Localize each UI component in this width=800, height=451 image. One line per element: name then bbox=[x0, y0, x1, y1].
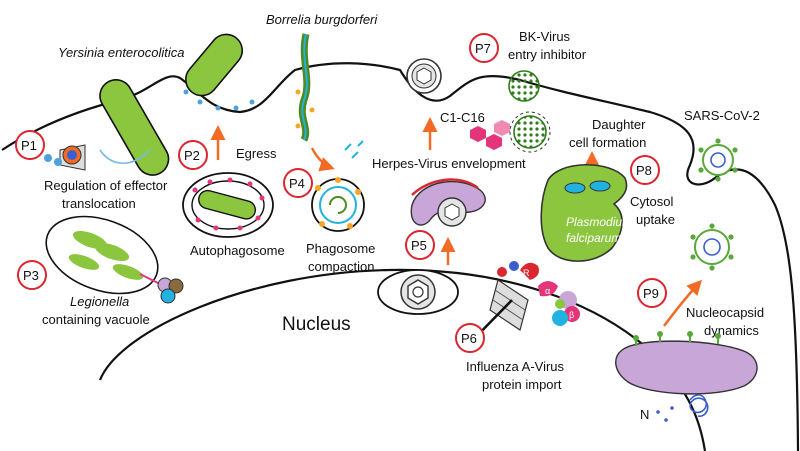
badge-p6: P6 bbox=[455, 323, 485, 353]
herpes-envelopment bbox=[410, 178, 486, 227]
bk-label-line1: BK-Virus bbox=[519, 29, 571, 44]
nuclear-pore-capsid bbox=[377, 269, 459, 315]
sars-label: SARS-CoV-2 bbox=[684, 108, 760, 123]
svg-text:P5: P5 bbox=[411, 238, 427, 253]
phagosome bbox=[311, 177, 365, 232]
svg-text:P8: P8 bbox=[636, 163, 652, 178]
svg-text:P7: P7 bbox=[475, 41, 491, 56]
plasmodium-label-line1: Plasmodium bbox=[566, 215, 632, 229]
c1c16-compound bbox=[470, 120, 510, 150]
phagosome-label-line1: Phagosome bbox=[306, 241, 375, 256]
svg-text:P2: P2 bbox=[184, 148, 200, 163]
badge-p9: P9 bbox=[637, 278, 667, 308]
p1-label-line2: translocation bbox=[62, 196, 136, 211]
nucleocapsid-rna bbox=[656, 394, 709, 422]
svg-text:P3: P3 bbox=[23, 268, 39, 283]
nucleocapsid-label-line2: dynamics bbox=[704, 323, 759, 338]
plasmodium-label-line2: falciparum bbox=[566, 231, 621, 245]
svg-text:P6: P6 bbox=[461, 331, 477, 346]
badge-p4: P4 bbox=[283, 168, 313, 198]
yersinia-bacterium bbox=[99, 79, 170, 176]
egressing-bacterium bbox=[183, 33, 255, 111]
herpes-label: Herpes-Virus envelopment bbox=[372, 156, 526, 171]
nucleus-label: Nucleus bbox=[282, 314, 351, 335]
daughter-label-line2: cell formation bbox=[569, 135, 646, 150]
cytosol-label-line2: uptake bbox=[636, 212, 675, 227]
sars-virion bbox=[690, 223, 734, 271]
borrelia-label: Borrelia burgdorferi bbox=[266, 12, 378, 27]
beta-label: β bbox=[569, 310, 574, 320]
herpes-budding-virion bbox=[406, 58, 442, 94]
svg-text:P1: P1 bbox=[21, 138, 37, 153]
autophagosome-label: Autophagosome bbox=[190, 243, 285, 258]
influenza-label-line2: protein import bbox=[482, 377, 562, 392]
plasmodium-cell bbox=[540, 163, 628, 262]
bk-virion-inhibited bbox=[509, 111, 551, 153]
cytosol-label-line1: Cytosol bbox=[630, 194, 673, 209]
badge-p2: P2 bbox=[178, 140, 208, 170]
borrelia-spirochete bbox=[295, 33, 315, 142]
nucleocapsid-label-line1: Nucleocapsid bbox=[686, 305, 764, 320]
legionella-label-line1: Legionella bbox=[70, 294, 129, 309]
bk-virion-membrane bbox=[508, 70, 540, 102]
phagosome-label-line2: compaction bbox=[308, 259, 374, 274]
badge-p5: P5 bbox=[405, 230, 435, 260]
autophagosome bbox=[182, 172, 274, 238]
badge-p3: P3 bbox=[17, 260, 47, 290]
badge-p1: P1 bbox=[15, 130, 45, 160]
badge-p8: P8 bbox=[630, 155, 660, 185]
influenza-label-line1: Influenza A-Virus bbox=[466, 359, 565, 374]
r-label: R bbox=[523, 268, 530, 278]
nuclear-import-complex: R α β bbox=[467, 261, 580, 346]
c1c16-label: C1-C16 bbox=[440, 110, 485, 125]
borrelia-fragments bbox=[344, 140, 364, 159]
egress-label: Egress bbox=[236, 146, 277, 161]
secretion-system-icon bbox=[44, 144, 86, 171]
cell-membrane bbox=[1, 62, 800, 451]
sars-virion-top bbox=[698, 138, 738, 182]
legionella-vacuole bbox=[45, 215, 184, 304]
bk-label-line2: entry inhibitor bbox=[508, 47, 587, 62]
n-label: N bbox=[640, 407, 649, 422]
sars-arrow bbox=[663, 279, 703, 327]
er-membrane-nucleocapsid bbox=[615, 331, 758, 395]
borrelia-arrow bbox=[310, 147, 335, 172]
svg-text:P4: P4 bbox=[289, 176, 305, 191]
alpha-label: α bbox=[545, 286, 550, 296]
legionella-label-line2: containing vacuole bbox=[42, 312, 150, 327]
p1-label-line1: Regulation of effector bbox=[44, 178, 168, 193]
badge-p7: P7 bbox=[469, 33, 499, 63]
daughter-label-line1: Daughter bbox=[592, 117, 646, 132]
yersinia-label: Yersinia enterocolitica bbox=[58, 45, 184, 60]
svg-text:P9: P9 bbox=[643, 286, 659, 301]
